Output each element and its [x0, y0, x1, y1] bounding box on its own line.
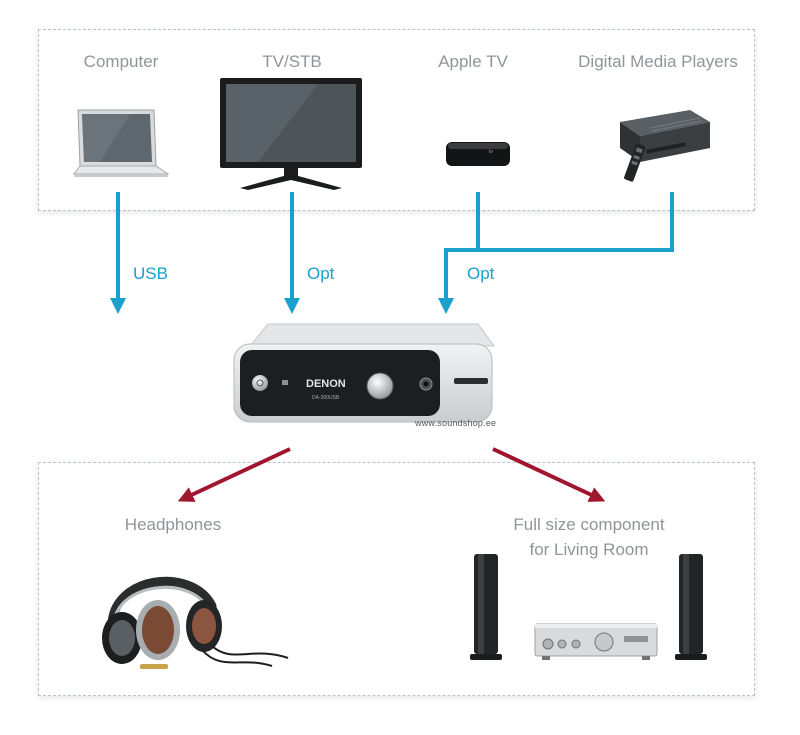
component-label-line1: Full size component: [513, 515, 665, 534]
dac-brand: DENON: [306, 378, 346, 390]
headphones-icon: [102, 576, 289, 669]
component-label-line2: for Living Room: [529, 540, 649, 559]
amplifier-icon: [534, 623, 658, 660]
media-player-icon: [620, 110, 710, 182]
headphones-arrow: [177, 447, 291, 502]
tv-stb-label: TV/STB: [262, 52, 322, 71]
apple-tv-label: Apple TV: [438, 52, 508, 71]
right-speaker-icon: [675, 554, 707, 660]
optical-media-label: Opt: [467, 264, 495, 283]
laptop-icon: [73, 109, 170, 177]
denon-dac-icon: DENON DA-300USB: [233, 323, 495, 423]
component-arrow: [492, 447, 606, 502]
computer-label: Computer: [83, 52, 159, 71]
svg-text:tv: tv: [489, 149, 493, 155]
watermark-text: www.soundshop.ee: [415, 418, 497, 428]
dac-model: DA-300USB: [312, 395, 340, 401]
optical-media-arrow: [438, 192, 674, 314]
headphones-label: Headphones: [124, 515, 222, 534]
left-speaker-icon: [470, 554, 502, 660]
optical-tv-label: Opt: [307, 264, 335, 283]
apple-tv-icon: tv: [446, 142, 510, 166]
tv-icon: [220, 78, 362, 190]
digital-media-players-label: Digital Media Players: [578, 52, 738, 71]
usb-label: USB: [133, 264, 168, 283]
